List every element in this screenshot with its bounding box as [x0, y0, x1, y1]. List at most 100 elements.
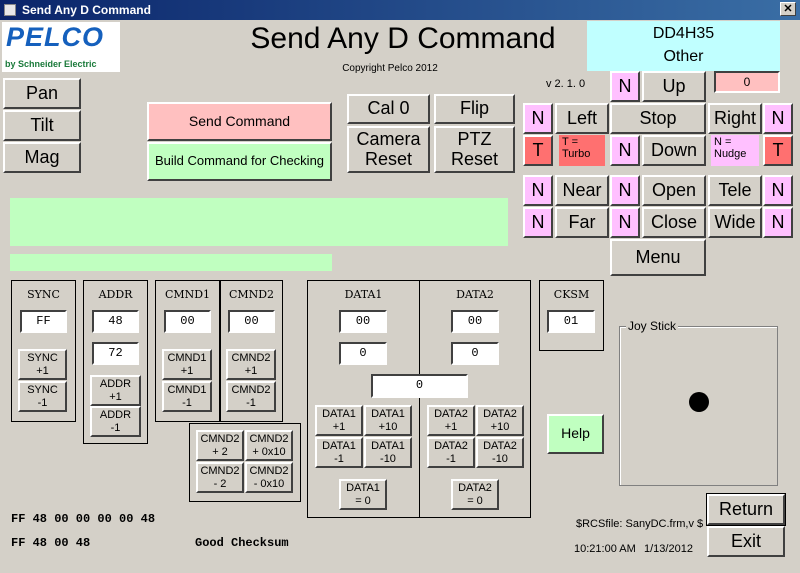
- menu-button[interactable]: Menu: [610, 239, 706, 276]
- right-turbo-button[interactable]: T: [763, 135, 793, 166]
- ptz-reset-button[interactable]: PTZ Reset: [434, 126, 515, 173]
- status-bar-small: [10, 254, 332, 271]
- sync-plus-1-button[interactable]: SYNC +1: [18, 349, 67, 380]
- help-button[interactable]: Help: [547, 414, 604, 454]
- wide-n-button[interactable]: N: [763, 207, 793, 238]
- cal-0-button[interactable]: Cal 0: [347, 94, 430, 124]
- device-info: DD4H35 Other: [587, 21, 780, 71]
- far-n-button[interactable]: N: [523, 207, 553, 238]
- down-button[interactable]: Down: [642, 135, 706, 166]
- cksm-frame: [539, 280, 604, 351]
- open-button[interactable]: Open: [642, 175, 706, 206]
- date-label: 1/13/2012: [644, 543, 693, 555]
- device-id: DD4H35: [652, 25, 715, 42]
- camera-reset-button[interactable]: Camera Reset: [347, 126, 430, 173]
- cmnd2-title: CMND2: [228, 288, 275, 301]
- left-n-button[interactable]: N: [523, 103, 553, 134]
- nudge-legend: N = Nudge: [711, 135, 759, 166]
- data-combined-field[interactable]: 0: [371, 374, 468, 398]
- up-button[interactable]: Up: [642, 71, 706, 102]
- title-bar: Send Any D Command ✕: [0, 0, 800, 20]
- data1-plus-10-button[interactable]: DATA1 +10: [364, 405, 412, 436]
- sync-field[interactable]: FF: [20, 310, 67, 333]
- data1-dec-field[interactable]: 0: [339, 342, 387, 365]
- logo-byline: by Schneider Electric: [5, 59, 97, 69]
- addr-hex-field[interactable]: 48: [92, 310, 139, 333]
- status-bar-large: [10, 198, 508, 246]
- command-line: FF 48 00 00 00 00 48: [11, 512, 156, 526]
- rcs-file: $RCSfile: SanyDC.frm,v $: [576, 518, 704, 530]
- cmnd2-plus-1-button[interactable]: CMND2 +1: [226, 349, 276, 380]
- return-button[interactable]: Return: [706, 493, 786, 526]
- cmnd1-title: CMND1: [164, 288, 211, 301]
- window-title: Send Any D Command: [22, 3, 151, 17]
- addr-dec-field[interactable]: 72: [92, 342, 139, 365]
- counter-field[interactable]: 0: [714, 71, 780, 93]
- addr-frame: [83, 280, 148, 444]
- time-label: 10:21:00 AM: [574, 543, 636, 555]
- addr-title: ADDR: [98, 288, 133, 301]
- joystick-title: Joy Stick: [626, 319, 679, 333]
- right-button[interactable]: Right: [708, 103, 762, 134]
- data2-minus-10-button[interactable]: DATA2 -10: [476, 437, 524, 468]
- mag-button[interactable]: Mag: [3, 142, 81, 173]
- cmnd2-extra-frame: [189, 423, 301, 502]
- up-n-button[interactable]: N: [610, 71, 640, 102]
- cksm-field[interactable]: 01: [547, 310, 595, 333]
- tilt-button[interactable]: Tilt: [3, 110, 81, 141]
- exit-button[interactable]: Exit: [707, 526, 785, 557]
- joystick-frame[interactable]: [619, 326, 778, 486]
- send-command-button[interactable]: Send Command: [147, 102, 332, 141]
- data1-minus-10-button[interactable]: DATA1 -10: [364, 437, 412, 468]
- page-title: Send Any D Command: [250, 22, 556, 55]
- copyright: Copyright Pelco 2012: [342, 63, 438, 74]
- close-iris-button[interactable]: Close: [642, 207, 706, 238]
- joystick-knob[interactable]: [689, 392, 709, 412]
- cmnd1-frame: [155, 280, 220, 422]
- data2-zero-button[interactable]: DATA2 = 0: [451, 479, 499, 510]
- left-turbo-button[interactable]: T: [523, 135, 553, 166]
- near-n-button[interactable]: N: [523, 175, 553, 206]
- data1-zero-button[interactable]: DATA1 = 0: [339, 479, 387, 510]
- cmnd1-plus-1-button[interactable]: CMND1 +1: [162, 349, 212, 380]
- tele-n-button[interactable]: N: [763, 175, 793, 206]
- data2-plus-1-button[interactable]: DATA2 +1: [427, 405, 475, 436]
- data2-plus-10-button[interactable]: DATA2 +10: [476, 405, 524, 436]
- data2-hex-field[interactable]: 00: [451, 310, 499, 333]
- data1-hex-field[interactable]: 00: [339, 310, 387, 333]
- cmnd2-field[interactable]: 00: [228, 310, 275, 333]
- data2-dec-field[interactable]: 0: [451, 342, 499, 365]
- left-button[interactable]: Left: [555, 103, 609, 134]
- cmnd1-field[interactable]: 00: [164, 310, 211, 333]
- down-n-button[interactable]: N: [610, 135, 640, 166]
- far-button[interactable]: Far: [555, 207, 609, 238]
- close-n-button[interactable]: N: [610, 207, 640, 238]
- tele-button[interactable]: Tele: [708, 175, 762, 206]
- addr-minus-1-button[interactable]: ADDR -1: [90, 406, 141, 437]
- sync-title: SYNC: [27, 288, 60, 301]
- flip-button[interactable]: Flip: [434, 94, 515, 124]
- close-icon[interactable]: ✕: [780, 2, 796, 16]
- pan-button[interactable]: Pan: [3, 78, 81, 109]
- cmnd2-plus-0x10-button[interactable]: CMND2 + 0x10: [245, 430, 293, 461]
- cksm-title: CKSM: [553, 288, 590, 301]
- addr-plus-1-button[interactable]: ADDR +1: [90, 375, 141, 406]
- cmnd1-minus-1-button[interactable]: CMND1 -1: [162, 381, 212, 412]
- near-button[interactable]: Near: [555, 175, 609, 206]
- wide-button[interactable]: Wide: [708, 207, 762, 238]
- cmnd2-minus-0x10-button[interactable]: CMND2 - 0x10: [245, 462, 293, 493]
- sync-minus-1-button[interactable]: SYNC -1: [18, 381, 67, 412]
- stop-button[interactable]: Stop: [610, 103, 706, 134]
- build-command-button[interactable]: Build Command for Checking: [147, 142, 332, 181]
- logo-brand: PELCO: [6, 22, 105, 52]
- cmnd2-plus-2-button[interactable]: CMND2 + 2: [196, 430, 244, 461]
- right-n-button[interactable]: N: [763, 103, 793, 134]
- data2-title: DATA2: [456, 288, 494, 301]
- data1-plus-1-button[interactable]: DATA1 +1: [315, 405, 363, 436]
- cmnd2-minus-2-button[interactable]: CMND2 - 2: [196, 462, 244, 493]
- cmnd2-minus-1-button[interactable]: CMND2 -1: [226, 381, 276, 412]
- data1-minus-1-button[interactable]: DATA1 -1: [315, 437, 363, 468]
- checksum-status: Good Checksum: [195, 536, 289, 550]
- data2-minus-1-button[interactable]: DATA2 -1: [427, 437, 475, 468]
- open-n-button[interactable]: N: [610, 175, 640, 206]
